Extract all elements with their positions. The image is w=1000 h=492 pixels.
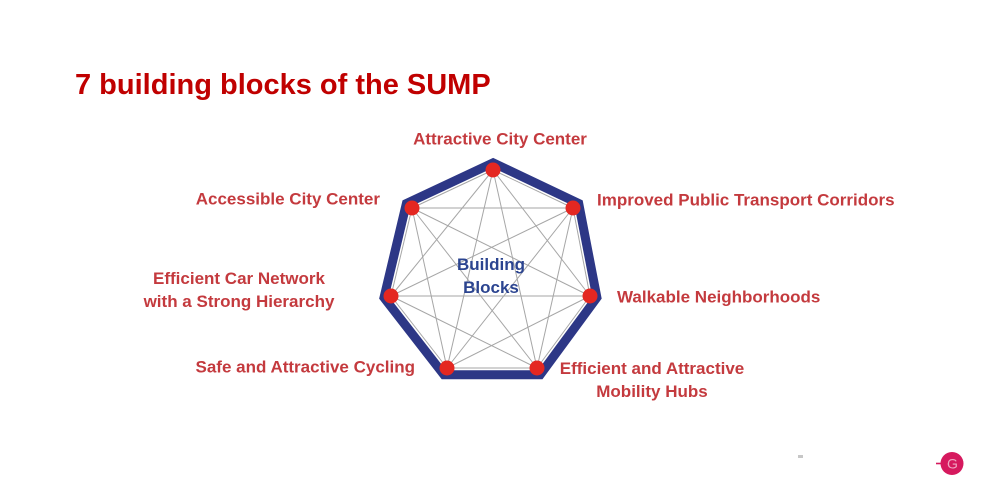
connector-line (446, 295, 591, 369)
connector-line (390, 295, 538, 369)
node-label-line: Safe and Attractive Cycling (195, 357, 416, 377)
node-label-line: Improved Public Transport Corridors (597, 190, 895, 210)
logo-circle (940, 452, 964, 475)
connector-line (411, 207, 591, 297)
connector-line (390, 207, 574, 297)
connector-line (572, 207, 591, 297)
node-label-efficient-car-network: Efficient Car Network with a Strong Hier… (144, 267, 335, 313)
connector-line (411, 207, 538, 369)
heptagon-outline (379, 157, 602, 380)
vertex-dot (529, 360, 545, 376)
center-label-line: Blocks (463, 278, 519, 297)
connector-line (411, 207, 448, 369)
node-label-line: Efficient Car Network (153, 269, 325, 288)
node-label-efficient-attractive-mobility-hubs: Efficient and Attractive Mobility Hubs (560, 357, 745, 403)
vertex-dot (439, 360, 455, 376)
connector-line (446, 207, 574, 369)
node-label-line: Accessible City Center (195, 189, 380, 209)
logo-letter: G (947, 456, 958, 472)
stray-dot-mark (798, 455, 803, 458)
connector-line (492, 169, 591, 297)
node-label-line: Efficient and Attractive (559, 359, 745, 378)
connector-line (411, 169, 494, 209)
node-label-walkable-neighborhoods: Walkable Neighborhoods (617, 286, 820, 309)
vertex-dot (582, 288, 598, 304)
connector-line (446, 169, 494, 369)
page-title: 7 building blocks of the SUMP (75, 69, 491, 102)
connector-line (492, 169, 538, 369)
node-label-improved-public-transport-corridors: Improved Public Transport Corridors (597, 189, 895, 212)
vertex-dot (565, 200, 581, 216)
node-label-accessible-city-center: Accessible City Center (196, 188, 380, 211)
connector-line (536, 207, 574, 369)
node-label-line: Attractive City Center (413, 129, 587, 149)
node-label-line: Walkable Neighborhoods (617, 287, 821, 307)
g-logo-icon: G (936, 452, 964, 475)
vertex-dot (404, 200, 420, 216)
connector-line (536, 295, 591, 369)
vertex-dot (383, 288, 399, 304)
vertex-dot (485, 162, 501, 178)
diagram-center-label: Building Blocks (457, 253, 525, 299)
connector-line (390, 169, 494, 297)
node-label-safe-and-attractive-cycling: Safe and Attractive Cycling (196, 356, 416, 379)
connector-line (390, 207, 413, 297)
center-label-line: Building (457, 255, 525, 274)
node-label-line: Mobility Hubs (596, 382, 708, 401)
node-label-line: with a Strong Hierarchy (143, 292, 335, 311)
node-label-attractive-city-center: Attractive City Center (413, 128, 587, 151)
connector-line (492, 169, 574, 209)
connector-line (390, 295, 448, 369)
